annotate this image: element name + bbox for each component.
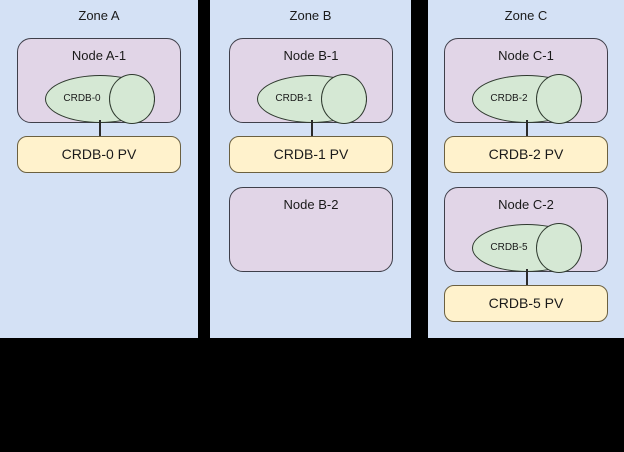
node-b-2-title: Node B-2 <box>283 197 339 212</box>
node-b-2-box: Node B-2 <box>229 187 393 272</box>
database-label-crdb-2: CRDB-2 <box>490 93 528 104</box>
zone-c-container: Zone C Node C-1 CRDB-2 CRDB-2 PV Node C-… <box>428 0 624 338</box>
zone-b-title: Zone B <box>289 8 332 23</box>
database-label-crdb-0: CRDB-0 <box>63 93 101 104</box>
connector-crdb-5-to-pv <box>526 269 528 287</box>
cylinder-cap <box>321 74 367 124</box>
database-cylinder-crdb-0: CRDB-0 <box>45 74 155 124</box>
connector-crdb-1-to-pv <box>311 120 313 138</box>
zone-a-container: Zone A Node A-1 CRDB-0 CRDB-0 PV <box>0 0 198 338</box>
cylinder-cap <box>536 74 582 124</box>
node-c-1-title: Node C-1 <box>498 48 554 63</box>
connector-crdb-0-to-pv <box>99 120 101 138</box>
cylinder-cap <box>536 223 582 273</box>
volume-box-crdb-5-pv: CRDB-5 PV <box>444 285 608 322</box>
database-label-crdb-1: CRDB-1 <box>275 93 313 104</box>
zone-a-title: Zone A <box>78 8 120 23</box>
database-cylinder-crdb-2: CRDB-2 <box>472 74 582 124</box>
database-label-crdb-5: CRDB-5 <box>490 242 528 253</box>
volume-box-crdb-1-pv: CRDB-1 PV <box>229 136 393 173</box>
node-c-2-title: Node C-2 <box>498 197 554 212</box>
volume-box-crdb-0-pv: CRDB-0 PV <box>17 136 181 173</box>
volume-label-crdb-2-pv: CRDB-2 PV <box>488 146 564 162</box>
database-cylinder-crdb-1: CRDB-1 <box>257 74 367 124</box>
volume-label-crdb-0-pv: CRDB-0 PV <box>61 146 137 162</box>
node-b-1-title: Node B-1 <box>283 48 339 63</box>
cylinder-cap <box>109 74 155 124</box>
volume-box-crdb-2-pv: CRDB-2 PV <box>444 136 608 173</box>
volume-label-crdb-1-pv: CRDB-1 PV <box>273 146 349 162</box>
zone-c-title: Zone C <box>504 8 548 23</box>
volume-label-crdb-5-pv: CRDB-5 PV <box>488 295 564 311</box>
connector-crdb-2-to-pv <box>526 120 528 138</box>
node-a-1-title: Node A-1 <box>71 48 127 63</box>
database-cylinder-crdb-5: CRDB-5 <box>472 223 582 273</box>
zone-b-container: Zone B Node B-1 CRDB-1 CRDB-1 PV Node B-… <box>210 0 411 338</box>
